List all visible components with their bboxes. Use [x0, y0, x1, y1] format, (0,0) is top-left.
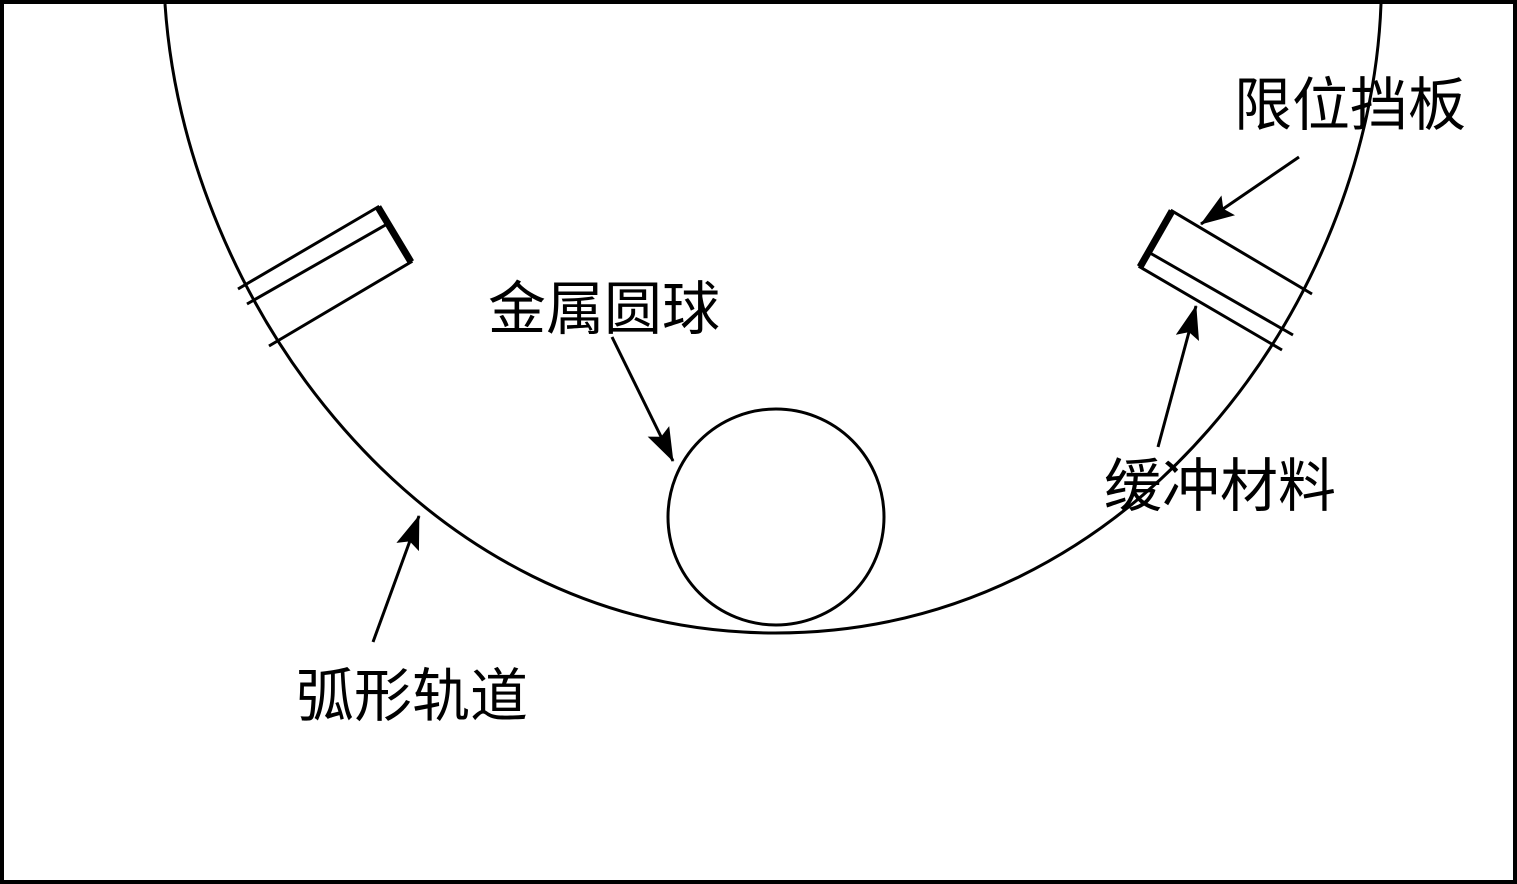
label-limit-baffle: 限位挡板 [1234, 71, 1467, 139]
right-baffle [1136, 208, 1313, 352]
label-arc-track: 弧形轨道 [296, 662, 529, 730]
left-baffle [237, 204, 415, 348]
arrow-metal-ball [610, 336, 675, 462]
metal-ball [666, 407, 886, 627]
arc-track [163, 3, 1383, 635]
label-buffer-material: 缓冲材料 [1104, 452, 1337, 520]
arrow-buffer-material [1156, 305, 1199, 448]
arrow-arc-track [371, 515, 421, 643]
label-metal-ball: 金属圆球 [488, 275, 721, 343]
arrow-limit-baffle [1200, 155, 1300, 226]
